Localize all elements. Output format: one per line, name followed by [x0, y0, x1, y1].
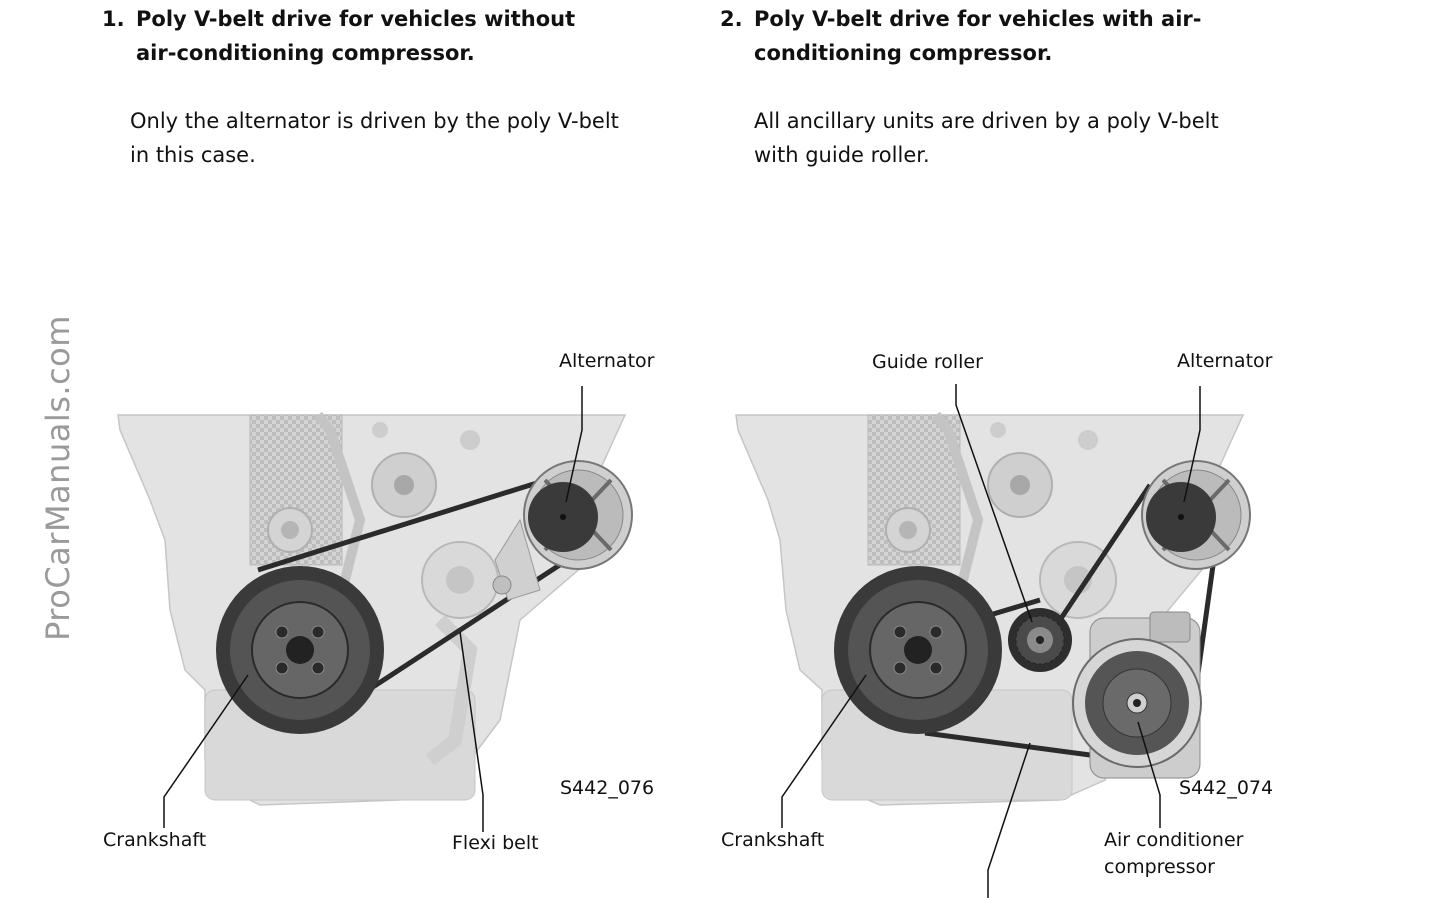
figure-left-leaders [163, 386, 583, 832]
figure-left-crankshaft-pulley [216, 566, 384, 734]
label-right-guide-roller: Guide roller [872, 351, 983, 373]
figure-right-alternator [1141, 460, 1251, 570]
figure-right-guide-roller [1008, 608, 1072, 672]
heading-2-number: 2. [720, 7, 743, 31]
figure-right-ac-compressor [1072, 611, 1202, 779]
figure-right-crankshaft-pulley [834, 566, 1002, 734]
heading-1: 1. Poly V-belt drive for vehicles withou… [102, 2, 622, 70]
figure-left-reference: S442_076 [560, 777, 655, 799]
label-left-alternator: Alternator [559, 350, 655, 372]
figure-right-leaders [781, 384, 1201, 898]
figure-left-belt [257, 479, 577, 703]
heading-2: 2. Poly V-belt drive for vehicles with a… [720, 2, 1280, 70]
heading-2-text: Poly V-belt drive for vehicles with air-… [754, 7, 1202, 65]
label-right-alternator: Alternator [1177, 350, 1273, 372]
heading-1-text: Poly V-belt drive for vehicles without a… [136, 7, 576, 65]
intro-paragraph-1: Only the alternator is driven by the pol… [130, 109, 619, 167]
heading-1-number: 1. [102, 7, 125, 31]
label-right-ac-compressor: Air conditioner compressor [1104, 829, 1244, 878]
figure-right-reference: S442_074 [1179, 777, 1274, 799]
label-left-crankshaft: Crankshaft [103, 829, 207, 851]
label-left-flexi-belt: Flexi belt [452, 832, 539, 854]
label-right-crankshaft: Crankshaft [721, 829, 825, 851]
intro-paragraph-2: All ancillary units are driven by a poly… [754, 109, 1219, 167]
figure-left-alternator [492, 460, 633, 601]
